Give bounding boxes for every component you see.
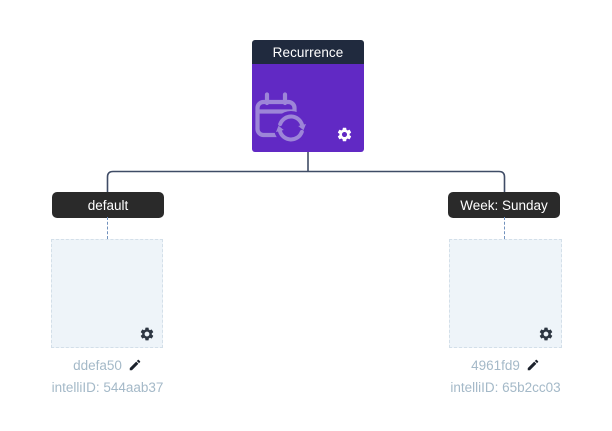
- branch-label-default[interactable]: default: [52, 192, 164, 218]
- step-intelli-id: intelliID: 544aab37: [51, 379, 164, 395]
- placeholder-step-right[interactable]: [449, 239, 562, 348]
- dashed-connector-left: [106, 217, 108, 239]
- calendar-sync-icon: [255, 92, 308, 145]
- edit-pencil-icon[interactable]: [128, 358, 142, 372]
- branch-label-week-sunday[interactable]: Week: Sunday: [448, 192, 560, 218]
- placeholder-step-left[interactable]: [51, 239, 163, 348]
- dashed-connector-right: [503, 217, 505, 239]
- gear-icon[interactable]: [139, 326, 155, 342]
- node-title: Recurrence: [252, 40, 364, 64]
- step-name: 4961fd9: [471, 358, 520, 373]
- step-name: ddefa50: [73, 358, 122, 373]
- gear-icon[interactable]: [538, 326, 554, 342]
- edit-pencil-icon[interactable]: [526, 358, 540, 372]
- step-intelli-id: intelliID: 65b2cc03: [450, 379, 561, 395]
- recurrence-node[interactable]: Recurrence: [252, 40, 364, 152]
- step-caption-left: ddefa50 intelliID: 544aab37: [27, 355, 188, 398]
- node-body: [252, 64, 364, 152]
- gear-icon[interactable]: [336, 126, 353, 143]
- step-caption-right: 4961fd9 intelliID: 65b2cc03: [425, 355, 586, 398]
